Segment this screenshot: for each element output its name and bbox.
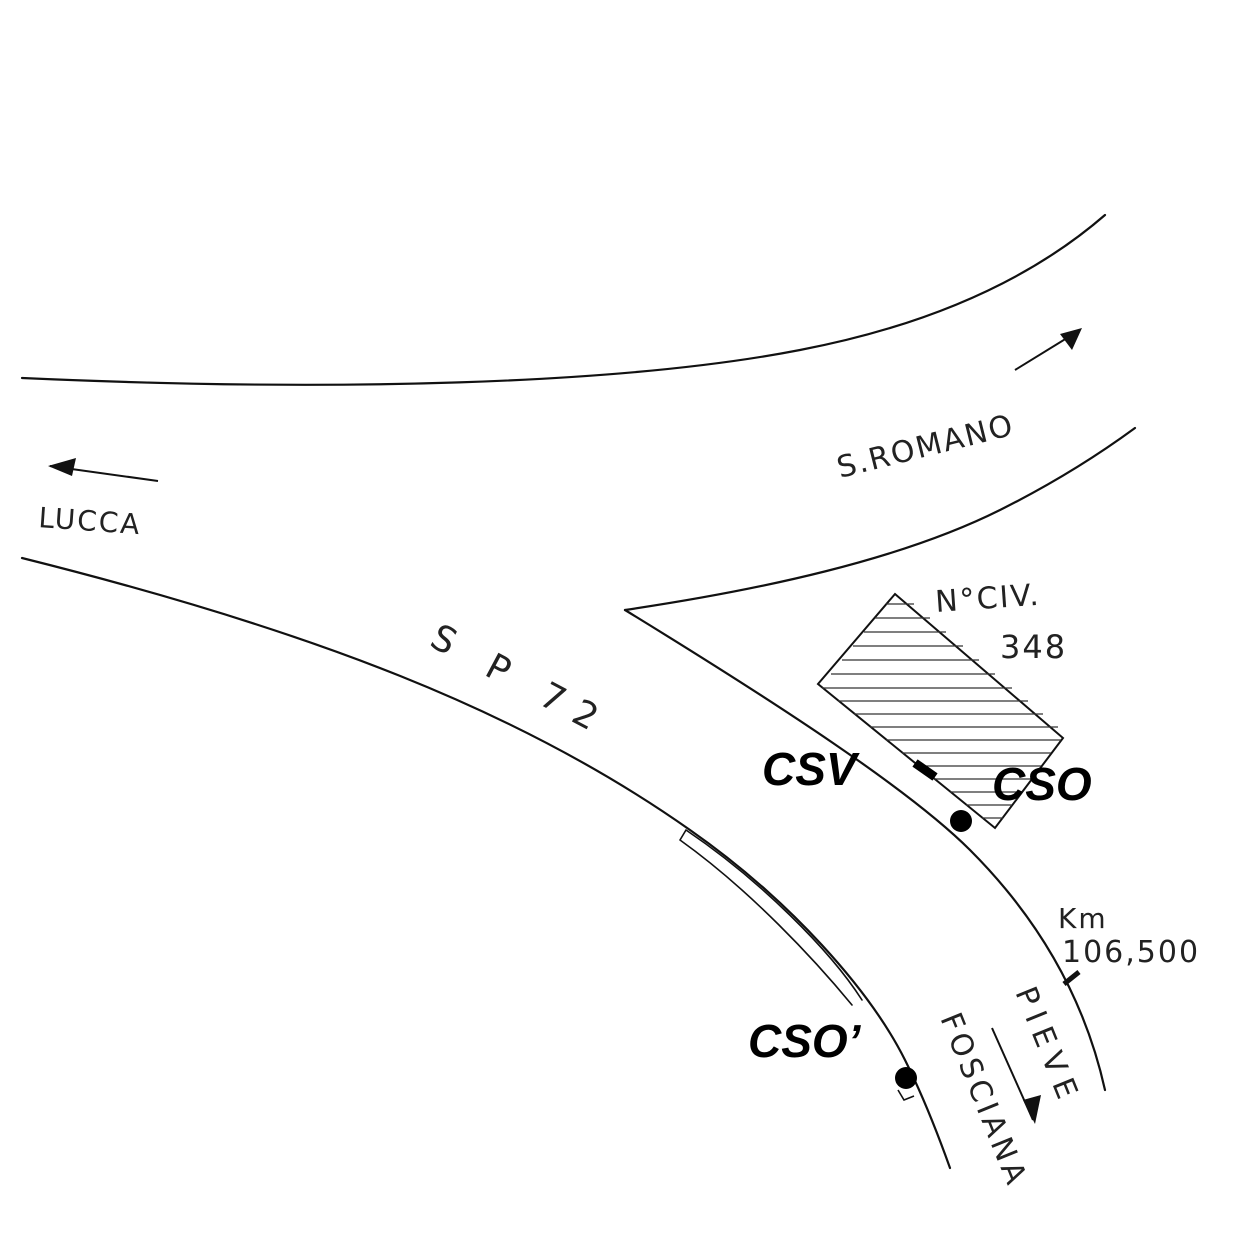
label-road-sp72: S P 72 bbox=[424, 617, 617, 746]
label-cso-prime: CSO’ bbox=[748, 1015, 862, 1067]
label-cso: CSO bbox=[992, 758, 1092, 810]
cso-prime-point-marker bbox=[895, 1067, 917, 1089]
cso-prime-post bbox=[897, 1089, 915, 1101]
label-km: Km bbox=[1058, 902, 1108, 935]
label-km-value: 106,500 bbox=[1062, 935, 1200, 970]
cso-point-marker bbox=[950, 810, 972, 832]
road-edge-north bbox=[20, 213, 1107, 386]
building-hatched bbox=[816, 592, 1065, 830]
label-building-civ: N°CIV. bbox=[934, 578, 1042, 620]
arrow-san-romano-icon bbox=[1014, 328, 1082, 371]
sidewalk-strip bbox=[679, 829, 863, 1006]
label-csv: CSV bbox=[762, 743, 860, 795]
label-san-romano: S.ROMANO bbox=[833, 408, 1018, 486]
road-edge-san-romano-south bbox=[623, 426, 1137, 612]
road-edge-junction-inner bbox=[623, 608, 1107, 1092]
km-marker-tick bbox=[1062, 970, 1081, 986]
arrow-pieve-fosciana-icon bbox=[991, 1027, 1041, 1124]
csv-point-marker bbox=[912, 759, 938, 781]
label-building-number: 348 bbox=[1000, 628, 1067, 666]
label-lucca: LUCCA bbox=[38, 501, 143, 541]
arrow-lucca-icon bbox=[48, 458, 159, 482]
